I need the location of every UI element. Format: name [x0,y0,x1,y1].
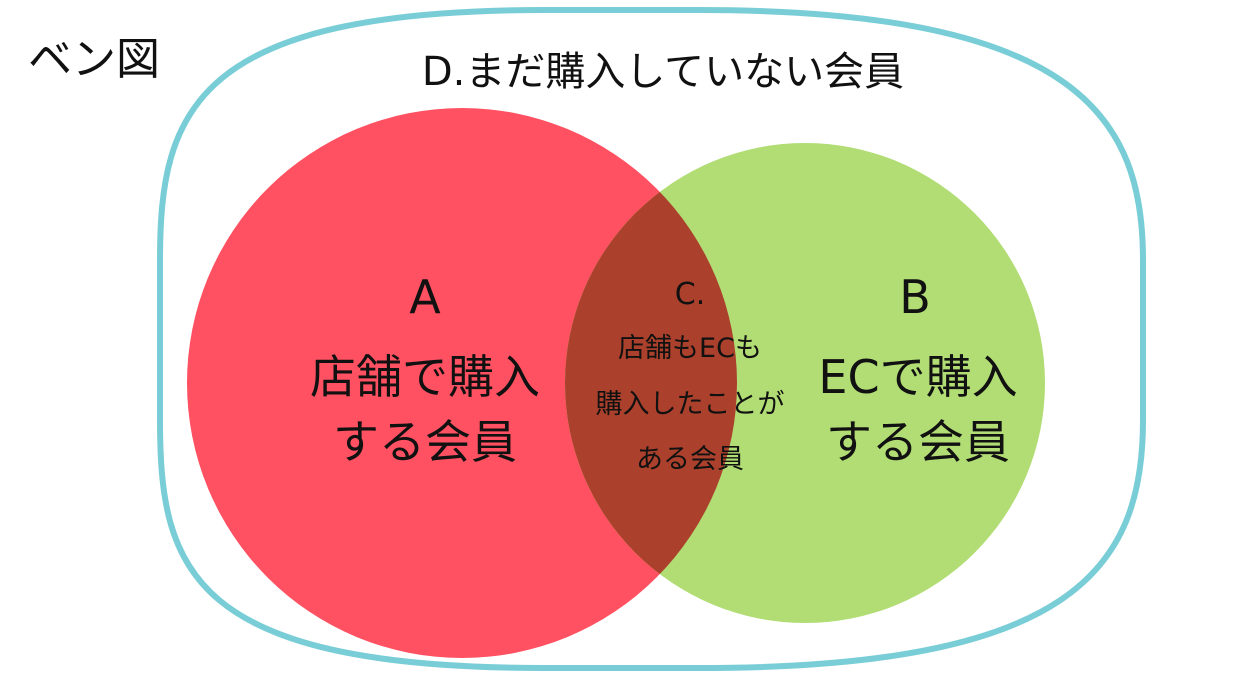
intersection-line: ある会員 [636,444,744,475]
intersection-line: 購入したことが [596,389,785,420]
set-b-line: する会員 [826,415,1010,469]
set-a-letter: A [409,270,441,324]
diagram-title: ベン図 [28,34,160,85]
set-a-line: する会員 [333,415,517,469]
intersection-letter: C. [675,277,705,312]
intersection-region [565,143,737,623]
universe-boundary [157,7,1146,671]
set-a-circle [187,108,737,658]
set-b-line: ECで購入 [818,350,1017,404]
intersection-line: 店舗もECも [618,333,762,364]
universe-label: D.まだ購入していない会員 [422,49,904,95]
set-b-letter: B [899,270,931,324]
set-a-line: 店舗で購入 [310,350,540,404]
